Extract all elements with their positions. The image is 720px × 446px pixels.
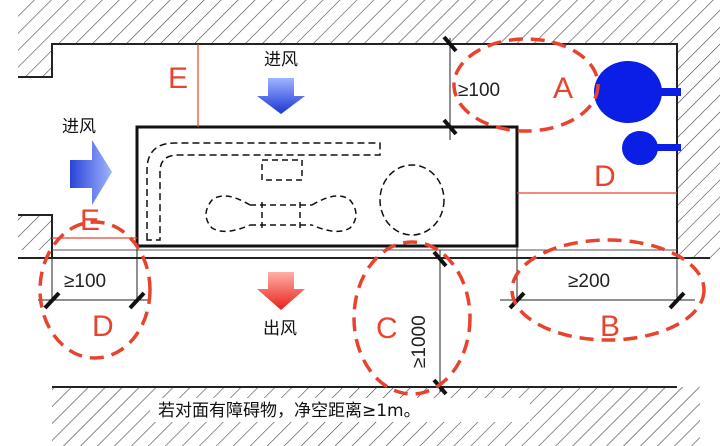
intake-label-top: 进风 [264, 50, 298, 70]
intake-arrow-left [70, 140, 112, 205]
outlet-label: 出风 [263, 319, 297, 339]
clearance-note: 若对面有障碍物，净空距离≥1m。 [158, 401, 421, 421]
outlet-arrow [257, 272, 305, 310]
dimension-ticks [43, 35, 686, 396]
dim-right: ≥200 [568, 271, 610, 292]
dimension-lines [38, 38, 695, 392]
intake-arrow-top [257, 78, 305, 114]
label-c: C [376, 312, 398, 345]
walls [18, 0, 720, 446]
label-d-right: D [594, 160, 616, 193]
indoor-unit [135, 125, 519, 248]
dim-top-right: ≥100 [458, 80, 500, 101]
fan-outline [205, 195, 357, 233]
label-e-top: E [168, 62, 188, 95]
label-e-left: E [80, 204, 100, 237]
dim-front: ≥1000 [409, 315, 430, 368]
pipe-connections [594, 61, 681, 165]
reference-lines [52, 44, 677, 239]
label-a: A [553, 72, 573, 105]
intake-label-left: 进风 [62, 117, 96, 137]
callout-ellipses [38, 37, 706, 396]
label-b: B [600, 310, 620, 343]
drain-pan-outline [146, 142, 381, 241]
dim-left: ≥100 [64, 271, 106, 292]
motor-outline [379, 164, 445, 236]
label-d-left: D [92, 310, 114, 343]
